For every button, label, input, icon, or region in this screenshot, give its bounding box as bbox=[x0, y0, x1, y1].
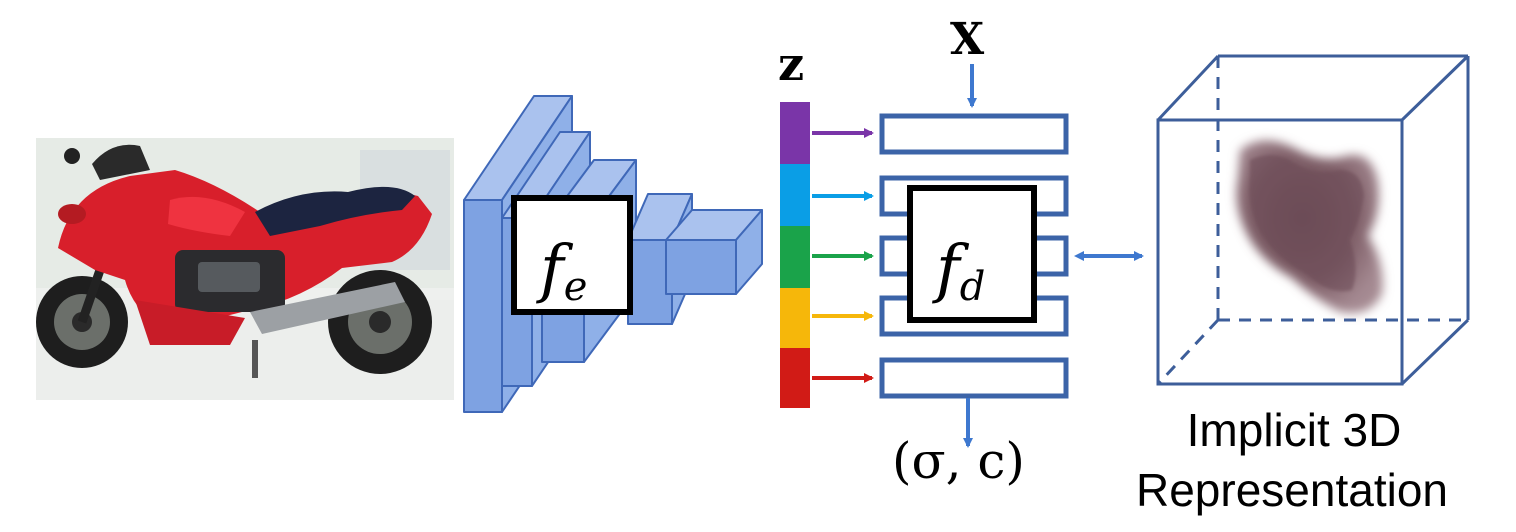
latent-vector bbox=[780, 102, 810, 408]
representation-line1: Implicit 3D bbox=[1187, 404, 1402, 456]
representation-line2: Representation bbox=[1136, 464, 1448, 516]
query-label: X bbox=[950, 14, 985, 65]
latent-arrows bbox=[812, 133, 872, 378]
implicit-shape-blob bbox=[1236, 140, 1382, 313]
decoder-label-box: fd bbox=[910, 188, 1034, 320]
output-label: (σ, c) bbox=[892, 432, 1025, 490]
input-image bbox=[36, 138, 454, 400]
latent-label: z bbox=[778, 37, 804, 91]
decoder-layer-1 bbox=[882, 116, 1066, 152]
decoder-subscript: d bbox=[960, 264, 986, 310]
decoder-layer-5 bbox=[882, 360, 1066, 396]
encoder-subscript: e bbox=[564, 264, 588, 310]
encoder-label-box: fe bbox=[514, 198, 630, 312]
